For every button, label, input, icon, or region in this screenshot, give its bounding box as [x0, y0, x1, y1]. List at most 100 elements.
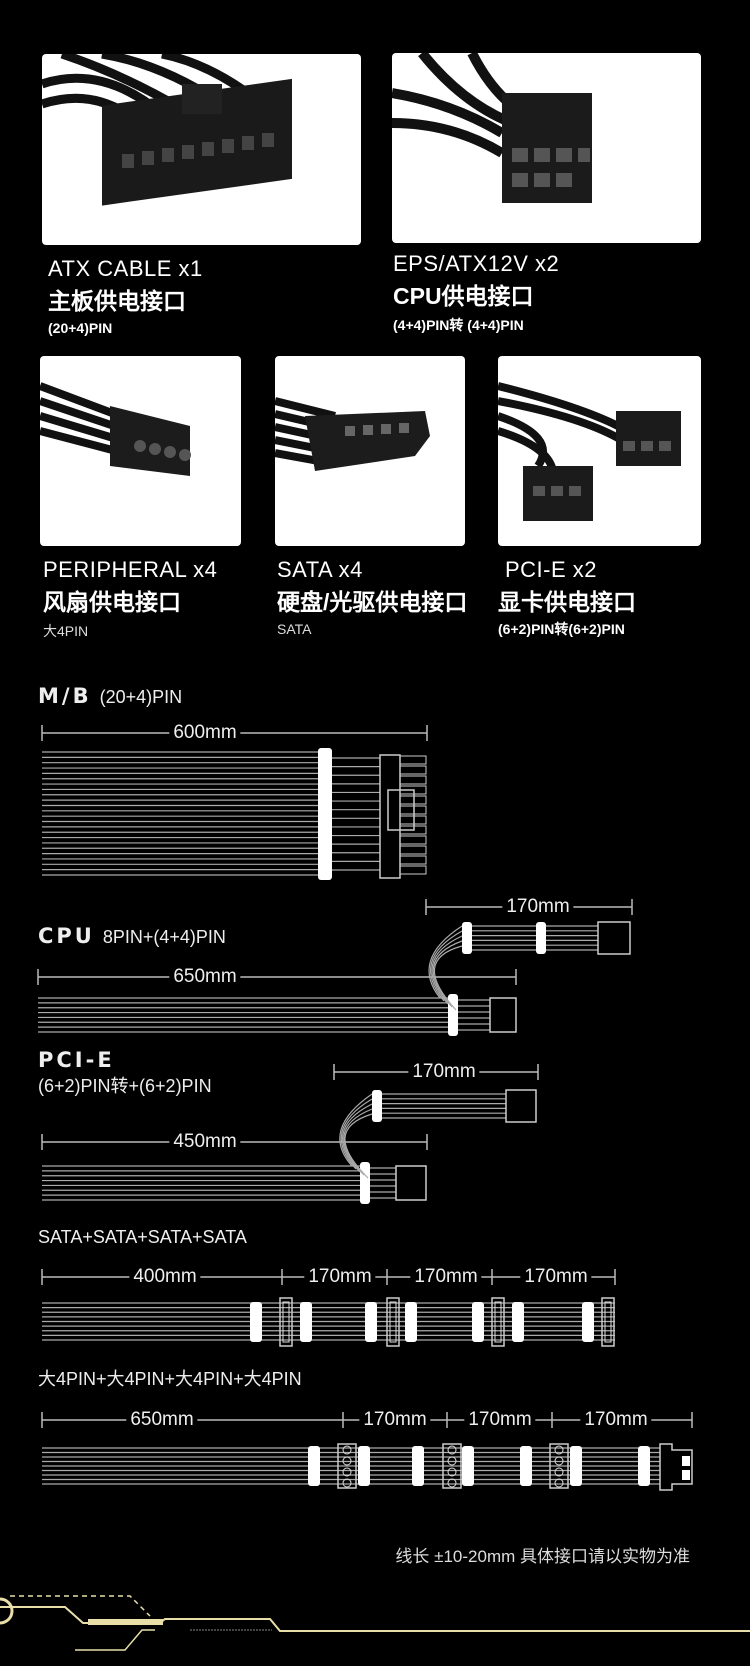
- connector-pin: [399, 795, 427, 805]
- molex-end-connector: [659, 1443, 693, 1491]
- connector-pin: [447, 1456, 457, 1466]
- connector-pin: [399, 805, 427, 815]
- cable-sleeve: [360, 1162, 370, 1204]
- product-pin: SATA: [277, 621, 312, 637]
- connector-pin: [389, 1301, 397, 1343]
- wire: [342, 1103, 373, 1173]
- wire: [339, 1093, 373, 1167]
- circuit-bar: [88, 1619, 163, 1625]
- connector-pin: [342, 1467, 352, 1477]
- connector: [489, 997, 517, 1033]
- dim-label: 650mm: [169, 966, 241, 988]
- connector-pin: [554, 1456, 564, 1466]
- product-title: PCI-E x2: [505, 557, 598, 582]
- product-title: ATX CABLE x1: [48, 256, 203, 281]
- product-cn: 风扇供电接口: [43, 589, 181, 615]
- connector-pin: [399, 755, 427, 765]
- connector-pin: [554, 1445, 564, 1455]
- connector-pin: [399, 865, 427, 875]
- dim-label: 170mm: [359, 1409, 431, 1431]
- connector-pin: [447, 1478, 457, 1488]
- connector-pin: [399, 835, 427, 845]
- product-title: SATA x4: [277, 557, 363, 582]
- sata-cable-photo: [275, 356, 465, 546]
- connector: [597, 921, 631, 955]
- cable-sleeve: [520, 1446, 532, 1486]
- product-title: PERIPHERAL x4: [43, 557, 218, 582]
- product-pcie: PCI-E x2 显卡供电接口 (6+2)PIN转(6+2)PIN: [498, 557, 636, 639]
- product-cn: CPU供电接口: [393, 283, 534, 309]
- cable-sleeve: [582, 1302, 594, 1342]
- dim-label: 170mm: [410, 1266, 482, 1288]
- dim-label: 400mm: [129, 1266, 201, 1288]
- connector-pin: [554, 1467, 564, 1477]
- connector-pin: [554, 1478, 564, 1488]
- dim-label: 170mm: [520, 1266, 592, 1288]
- cable-sleeve: [365, 1302, 377, 1342]
- circuit-line: [75, 1629, 155, 1651]
- pcie-diagram-title: PCI-E(6+2)PIN转+(6+2)PIN: [38, 1048, 212, 1096]
- cable-sleeve: [318, 748, 332, 880]
- cable-sleeve: [536, 922, 546, 954]
- cable-sleeve: [300, 1302, 312, 1342]
- connector: [279, 1297, 293, 1347]
- connector-pin: [399, 775, 427, 785]
- product-peripheral: PERIPHERAL x4 风扇供电接口 大4PIN: [43, 557, 217, 641]
- product-cn: 显卡供电接口: [498, 589, 636, 615]
- connector: [549, 1443, 569, 1489]
- connector: [505, 1089, 537, 1123]
- circuit-dashed-line: [10, 1595, 151, 1617]
- connector: [387, 789, 415, 831]
- connector-pin: [399, 855, 427, 865]
- cable-sleeve: [250, 1302, 262, 1342]
- length-tolerance-note: 线长 ±10-20mm 具体接口请以实物为准: [395, 1547, 690, 1566]
- dim-label: 170mm: [502, 896, 574, 918]
- dim-label: 170mm: [464, 1409, 536, 1431]
- connector: [395, 1165, 427, 1201]
- dim-label: 170mm: [304, 1266, 376, 1288]
- connector: [491, 1297, 505, 1347]
- dim-label: 650mm: [126, 1409, 198, 1431]
- product-sata: SATA x4 硬盘/光驱供电接口 SATA: [277, 557, 467, 637]
- cable-sleeve: [512, 1302, 524, 1342]
- eps-cable-photo: [392, 53, 701, 243]
- wire: [431, 935, 463, 1005]
- connector-pin: [494, 1301, 502, 1343]
- wire: [432, 940, 463, 1008]
- connector-pin: [604, 1301, 612, 1343]
- peripheral-cable-photo: [40, 356, 241, 546]
- connector-pin: [342, 1478, 352, 1488]
- cable-sleeve: [472, 1302, 484, 1342]
- connector-pin: [447, 1467, 457, 1477]
- connector-pin: [342, 1456, 352, 1466]
- wire: [428, 925, 463, 999]
- connector-pin: [399, 765, 427, 775]
- product-cn: 主板供电接口: [48, 288, 186, 314]
- connector: [379, 754, 401, 879]
- connector-pin: [282, 1301, 290, 1343]
- cable-sleeve: [372, 1090, 382, 1122]
- cable-sleeve: [570, 1446, 582, 1486]
- circuit-circle-icon: [0, 1597, 14, 1625]
- connector-pin: [342, 1445, 352, 1455]
- product-title: EPS/ATX12V x2: [393, 251, 560, 276]
- product-pin: 大4PIN: [43, 623, 89, 639]
- connector-pin: [682, 1456, 690, 1466]
- connector: [442, 1443, 462, 1489]
- product-cn: 硬盘/光驱供电接口: [277, 589, 468, 615]
- product-atx: ATX CABLE x1 主板供电接口 (20+4)PIN: [48, 256, 203, 336]
- wire: [344, 1113, 373, 1179]
- dim-label: 450mm: [169, 1131, 241, 1153]
- connector-pin: [447, 1445, 457, 1455]
- cable-sleeve: [405, 1302, 417, 1342]
- dim-label: 600mm: [169, 722, 241, 744]
- pcie-cable-photo: [498, 356, 701, 546]
- connector: [337, 1443, 357, 1489]
- connector: [601, 1297, 615, 1347]
- dim-label: 170mm: [408, 1061, 480, 1083]
- connector: [386, 1297, 400, 1347]
- product-pin: (20+4)PIN: [48, 320, 113, 336]
- cable-sleeve: [358, 1446, 370, 1486]
